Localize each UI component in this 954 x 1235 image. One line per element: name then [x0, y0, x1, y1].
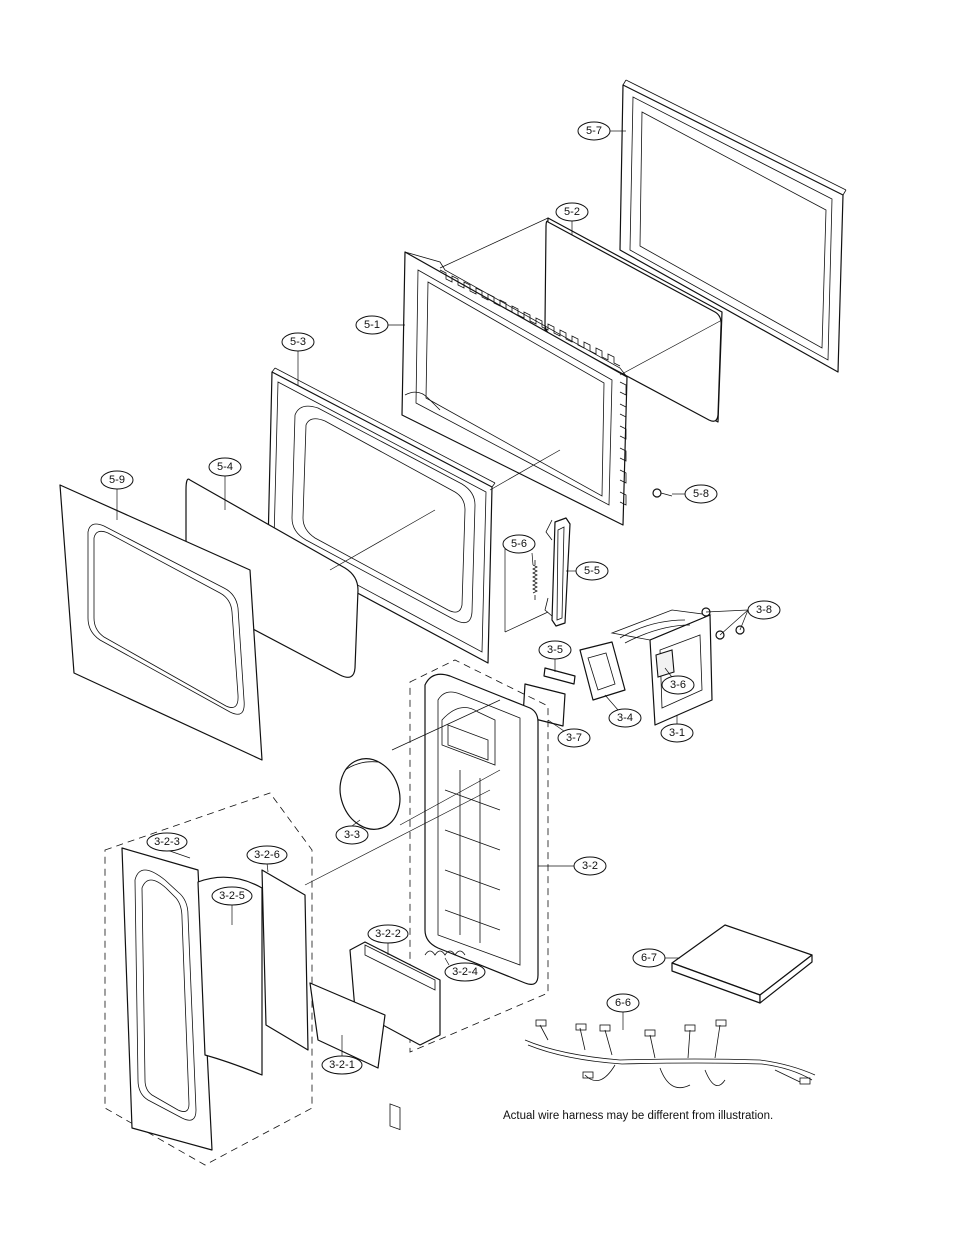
choke-teeth — [439, 269, 627, 506]
callout-5-5: 5-5 — [575, 561, 609, 581]
svg-text:6-6: 6-6 — [615, 997, 631, 1009]
part-3-2-1-open-button — [309, 982, 386, 1069]
part-3-3-round-button — [339, 758, 401, 830]
callout-3-1: 3-1 — [660, 723, 694, 743]
part-5-6-spring — [532, 560, 538, 600]
callout-6-6: 6-6 — [606, 993, 640, 1013]
part-5-7-door-frame — [619, 79, 847, 373]
callout-3-2-3: 3-2-3 — [146, 832, 188, 852]
callout-5-3: 5-3 — [281, 332, 315, 352]
callout-5-7: 5-7 — [577, 121, 611, 141]
svg-text:5-3: 5-3 — [290, 336, 306, 348]
callout-3-7: 3-7 — [557, 728, 591, 748]
callout-3-5: 3-5 — [538, 640, 572, 660]
callout-3-2-1: 3-2-1 — [321, 1055, 363, 1075]
svg-text:3-2-6: 3-2-6 — [254, 849, 280, 861]
svg-text:5-4: 5-4 — [217, 461, 233, 473]
svg-text:3-2-1: 3-2-1 — [329, 1059, 355, 1071]
part-6-6-wire-harness — [524, 1019, 816, 1089]
svg-text:6-7: 6-7 — [641, 952, 657, 964]
part-5-1-choke-frame — [401, 251, 628, 526]
callout-5-8: 5-8 — [684, 484, 718, 504]
svg-text:3-5: 3-5 — [547, 644, 563, 656]
callout-5-9: 5-9 — [100, 470, 134, 490]
svg-text:5-1: 5-1 — [364, 319, 380, 331]
part-3-2-5-panel-sheet — [197, 876, 263, 1076]
callout-3-2-4: 3-2-4 — [444, 962, 486, 982]
svg-text:3-7: 3-7 — [566, 732, 582, 744]
callout-3-6: 3-6 — [661, 675, 695, 695]
part-5-4-screen-sheet — [185, 478, 359, 678]
part-5-9-door-outer — [59, 484, 263, 761]
svg-text:3-8: 3-8 — [756, 604, 772, 616]
svg-text:3-1: 3-1 — [669, 727, 685, 739]
svg-text:5-6: 5-6 — [511, 538, 527, 550]
part-6-7-manual — [671, 924, 813, 1004]
part-5-2-glass-panel — [544, 217, 723, 423]
svg-text:3-6: 3-6 — [670, 679, 686, 691]
part-3-5-plate — [543, 667, 576, 685]
part-3-4-switch-holder — [579, 641, 626, 701]
svg-text:5-9: 5-9 — [109, 474, 125, 486]
callout-3-2-2: 3-2-2 — [367, 924, 409, 944]
part-3-2-control-panel-frame — [424, 673, 539, 985]
part-3-1-latch-base — [610, 609, 713, 726]
svg-text:3-2-5: 3-2-5 — [219, 890, 245, 902]
callout-5-2: 5-2 — [555, 202, 589, 222]
part-5-5-latch-bracket — [544, 517, 571, 627]
callout-6-7: 6-7 — [632, 948, 666, 968]
callout-3-2-5: 3-2-5 — [211, 886, 253, 906]
svg-text:5-8: 5-8 — [693, 488, 709, 500]
harness-disclaimer-note: Actual wire harness may be different fro… — [503, 1110, 774, 1122]
callout-3-2-6: 3-2-6 — [246, 845, 288, 865]
svg-text:3-4: 3-4 — [617, 712, 633, 724]
part-5-8-screw — [652, 488, 673, 498]
part-3-2-3-panel-skin — [121, 847, 213, 1151]
callout-5-6: 5-6 — [502, 534, 536, 554]
svg-text:5-7: 5-7 — [586, 125, 602, 137]
part-3-6-switch — [655, 649, 675, 678]
callout-3-3: 3-3 — [335, 825, 369, 845]
svg-text:3-3: 3-3 — [344, 829, 360, 841]
callout-5-4: 5-4 — [208, 457, 242, 477]
svg-text:3-2-2: 3-2-2 — [375, 928, 401, 940]
part-3-2-6-membrane — [261, 869, 309, 1051]
callout-3-4: 3-4 — [608, 708, 642, 728]
part-5-3-door-panel — [267, 367, 496, 664]
svg-text:3-2-3: 3-2-3 — [154, 836, 180, 848]
callout-5-1: 5-1 — [355, 315, 389, 335]
svg-text:5-2: 5-2 — [564, 206, 580, 218]
part-3-2-4-spring — [424, 950, 466, 956]
callout-3-8: 3-8 — [747, 600, 781, 620]
svg-text:3-2: 3-2 — [582, 860, 598, 872]
svg-text:5-5: 5-5 — [584, 565, 600, 577]
assembly-alignment-lines — [304, 217, 723, 886]
svg-text:3-2-4: 3-2-4 — [452, 966, 478, 978]
callout-3-2: 3-2 — [573, 856, 607, 876]
